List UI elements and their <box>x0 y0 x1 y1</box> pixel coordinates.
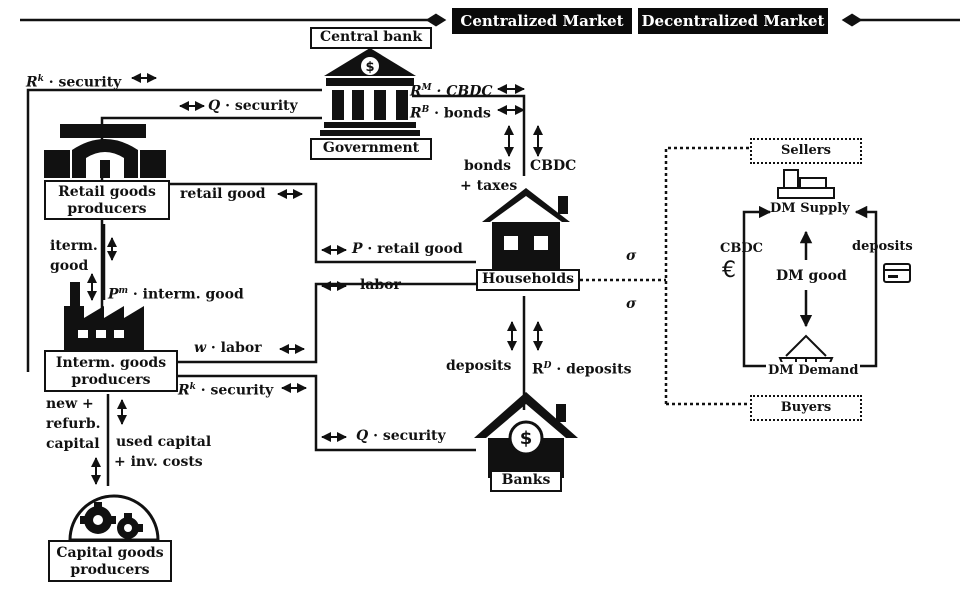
new-label: new + <box>46 396 94 412</box>
sellers-box: Sellers <box>750 138 862 164</box>
exchange-arrows <box>87 73 543 485</box>
dm-supply-label: DM Supply <box>770 201 850 216</box>
w-labor-label: w · labor <box>194 340 262 356</box>
banks-box: Banks <box>490 470 562 492</box>
refurb-label: refurb. <box>46 416 101 432</box>
bonds-label: bonds <box>464 158 511 174</box>
dollar-icon: $ <box>520 428 533 449</box>
buyers-box: Buyers <box>750 395 862 421</box>
households-box: Households <box>476 269 580 291</box>
capital-line1: Capital goods <box>56 545 164 561</box>
rk-security-top-label: Rk · security <box>26 74 122 91</box>
retail-line1: Retail goods <box>58 184 156 200</box>
cbdc-household-label: CBDC <box>530 158 577 174</box>
rk-security-mid-label: Rk · security <box>178 382 274 399</box>
pm-interm-good-label: Pm · interm. good <box>108 286 244 303</box>
gears-icon <box>68 494 160 542</box>
interm-line2: producers <box>71 372 151 388</box>
interm-goods-producers-box: Interm. goods producers <box>44 350 178 392</box>
header-rule <box>20 13 960 27</box>
store-icon <box>44 124 166 178</box>
sigma-bottom-label: σ <box>626 296 637 312</box>
dollar-icon: $ <box>365 60 374 75</box>
retail-line2: producers <box>67 201 147 217</box>
dm-cycle <box>742 205 878 368</box>
capital-label: capital <box>46 436 100 452</box>
rm-cbdc-label: RM · CBDC <box>410 83 493 100</box>
retail-goods-producers-box: Retail goods producers <box>44 180 170 220</box>
retail-good-label: retail good <box>180 186 266 202</box>
dm-demand-label: DM Demand <box>766 362 861 379</box>
deposits-dm-label: deposits <box>852 239 913 254</box>
dm-good-label: DM good <box>776 268 847 284</box>
capital-goods-producers-box: Capital goods producers <box>48 540 172 582</box>
deposits-label: deposits <box>446 358 512 374</box>
cash-register-icon <box>777 169 835 199</box>
q-security-bottom-label: Q · security <box>356 428 446 444</box>
rb-bonds-label: RB · bonds <box>410 105 491 122</box>
flow-lines <box>26 88 526 486</box>
card-icon <box>883 263 911 283</box>
cbdc-dm-label: CBDC <box>720 241 763 256</box>
house-icon <box>482 188 570 270</box>
central-bank-box: Central bank <box>310 27 432 49</box>
euro-icon: € <box>722 258 736 283</box>
government-box: Government <box>310 138 432 160</box>
decentralized-market-header: Decentralized Market <box>638 8 828 34</box>
capital-line2: producers <box>70 562 150 578</box>
centralized-market-header: Centralized Market <box>452 8 632 34</box>
taxes-label: + taxes <box>460 178 518 194</box>
bank-building-icon <box>320 48 420 136</box>
inv-costs-label: + inv. costs <box>114 454 203 470</box>
dm-links <box>580 146 750 406</box>
factory-icon <box>64 282 144 350</box>
interm-line1: Interm. goods <box>55 355 167 371</box>
iterm-label: iterm. <box>50 238 98 254</box>
q-security-top-label: Q · security <box>208 98 298 114</box>
used-capital-label: used capital <box>116 434 212 450</box>
good-label: good <box>50 258 89 274</box>
p-retail-good-label: P · retail good <box>352 241 463 257</box>
sigma-top-label: σ <box>626 248 637 264</box>
labor-label: labor <box>360 277 401 293</box>
rd-deposits-label: RD · deposits <box>532 361 632 378</box>
